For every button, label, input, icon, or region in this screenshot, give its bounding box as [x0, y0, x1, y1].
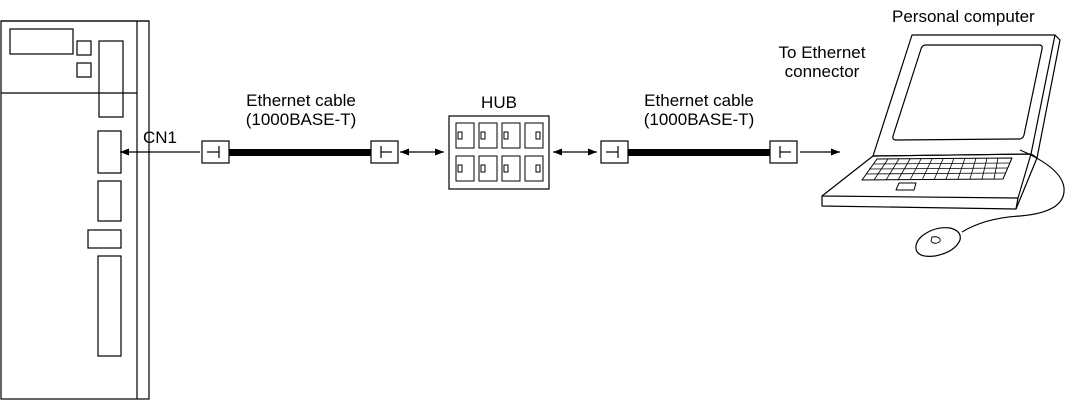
hub-ports [455, 122, 544, 182]
cable-right-label-line1: Ethernet cable [644, 91, 754, 110]
personal-computer-label: Personal computer [892, 7, 1035, 26]
mouse-cable [961, 149, 1065, 233]
cn1-link [120, 148, 200, 156]
laptop-touchpad [895, 182, 917, 191]
link-left-hub [400, 148, 444, 156]
cable-right-label: Ethernet cable (1000BASE-T) [628, 91, 770, 129]
amplifier-display [9, 28, 74, 55]
cable-left-line [229, 149, 371, 156]
cable-right-label-line2: (1000BASE-T) [643, 110, 755, 129]
cn1-arrowhead [120, 148, 129, 156]
amplifier-connector-bottom [97, 255, 122, 357]
cable-left-label: Ethernet cable (1000BASE-T) [230, 91, 372, 129]
to-ethernet-label-line2: connector [784, 62, 860, 81]
mouse-icon [915, 227, 961, 257]
cn1-label: CN1 [143, 128, 178, 147]
amplifier-connector-small [87, 229, 122, 249]
amplifier-connector-mid [97, 180, 122, 222]
laptop-lid [872, 34, 1056, 157]
amplifier-switch-lower [76, 62, 92, 78]
hub [448, 115, 550, 190]
cable-left-label-line2: (1000BASE-T) [245, 110, 357, 129]
laptop-base [821, 153, 1032, 199]
amplifier-connector-top [98, 40, 124, 118]
hub-label: HUB [481, 93, 517, 112]
ethernet-cable-right [600, 140, 798, 164]
link-to-pc [800, 148, 840, 156]
cable-right-line [628, 149, 770, 156]
to-ethernet-label-line1: To Ethernet [778, 43, 866, 62]
cn1-connector [97, 130, 122, 174]
ethernet-cable-left [201, 140, 399, 164]
laptop-icon [821, 34, 1065, 257]
link-hub-right [553, 148, 597, 156]
plug-left-b [370, 140, 399, 164]
hub-body [448, 115, 550, 190]
servo-amplifier [0, 20, 150, 400]
amplifier-body [0, 20, 150, 400]
to-ethernet-connector-label: To Ethernet connector [762, 43, 882, 81]
laptop-keyboard [861, 157, 1013, 181]
cable-left-label-line1: Ethernet cable [246, 91, 356, 110]
plug-right-b [769, 140, 798, 164]
laptop-screen [892, 44, 1043, 141]
amplifier-switch-upper [76, 40, 92, 56]
